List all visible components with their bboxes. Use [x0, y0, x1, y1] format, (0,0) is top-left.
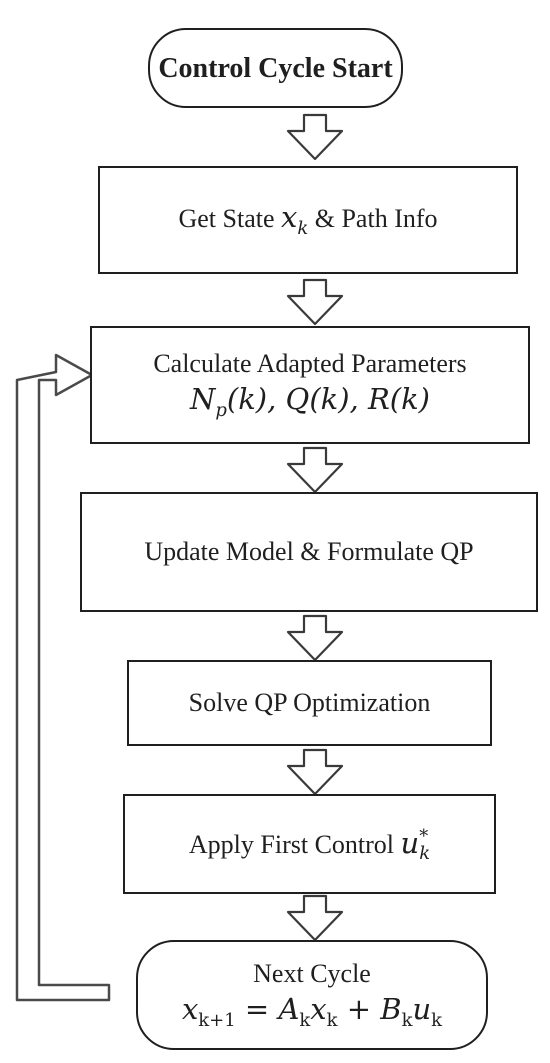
start-label: Control Cycle Start: [158, 52, 393, 84]
down-arrow-6: [286, 894, 344, 942]
down-arrow-2: [286, 278, 344, 326]
apply-control-node: Apply First Control u*k: [123, 794, 496, 894]
solve-qp-node: Solve QP Optimization: [127, 660, 492, 746]
down-arrow-4: [286, 614, 344, 662]
next-cycle-node: Next Cycle xk+1 = Akxk + Bkuk: [136, 940, 488, 1050]
update-model-node: Update Model & Formulate QP: [80, 492, 538, 612]
get-state-text: Get State xk & Path Info: [178, 200, 438, 240]
next-cycle-label: Next Cycle: [253, 959, 371, 989]
calc-params-label: Calculate Adapted Parameters: [153, 349, 467, 379]
calc-params-node: Calculate Adapted Parameters Np(k), Q(k)…: [90, 326, 530, 444]
apply-control-text: Apply First Control u*k: [188, 826, 431, 865]
get-state-node: Get State xk & Path Info: [98, 166, 518, 274]
state-variable: xk: [281, 200, 309, 240]
down-arrow-5: [286, 748, 344, 796]
control-variable: u*k: [400, 826, 431, 865]
update-model-label: Update Model & Formulate QP: [144, 536, 474, 566]
state-update-formula: xk+1 = Akxk + Bkuk: [181, 991, 443, 1031]
solve-qp-label: Solve QP Optimization: [188, 687, 431, 717]
down-arrow-1: [286, 113, 344, 161]
start-node: Control Cycle Start: [148, 28, 403, 108]
down-arrow-3: [286, 446, 344, 494]
params-formula: Np(k), Q(k), R(k): [190, 381, 430, 421]
